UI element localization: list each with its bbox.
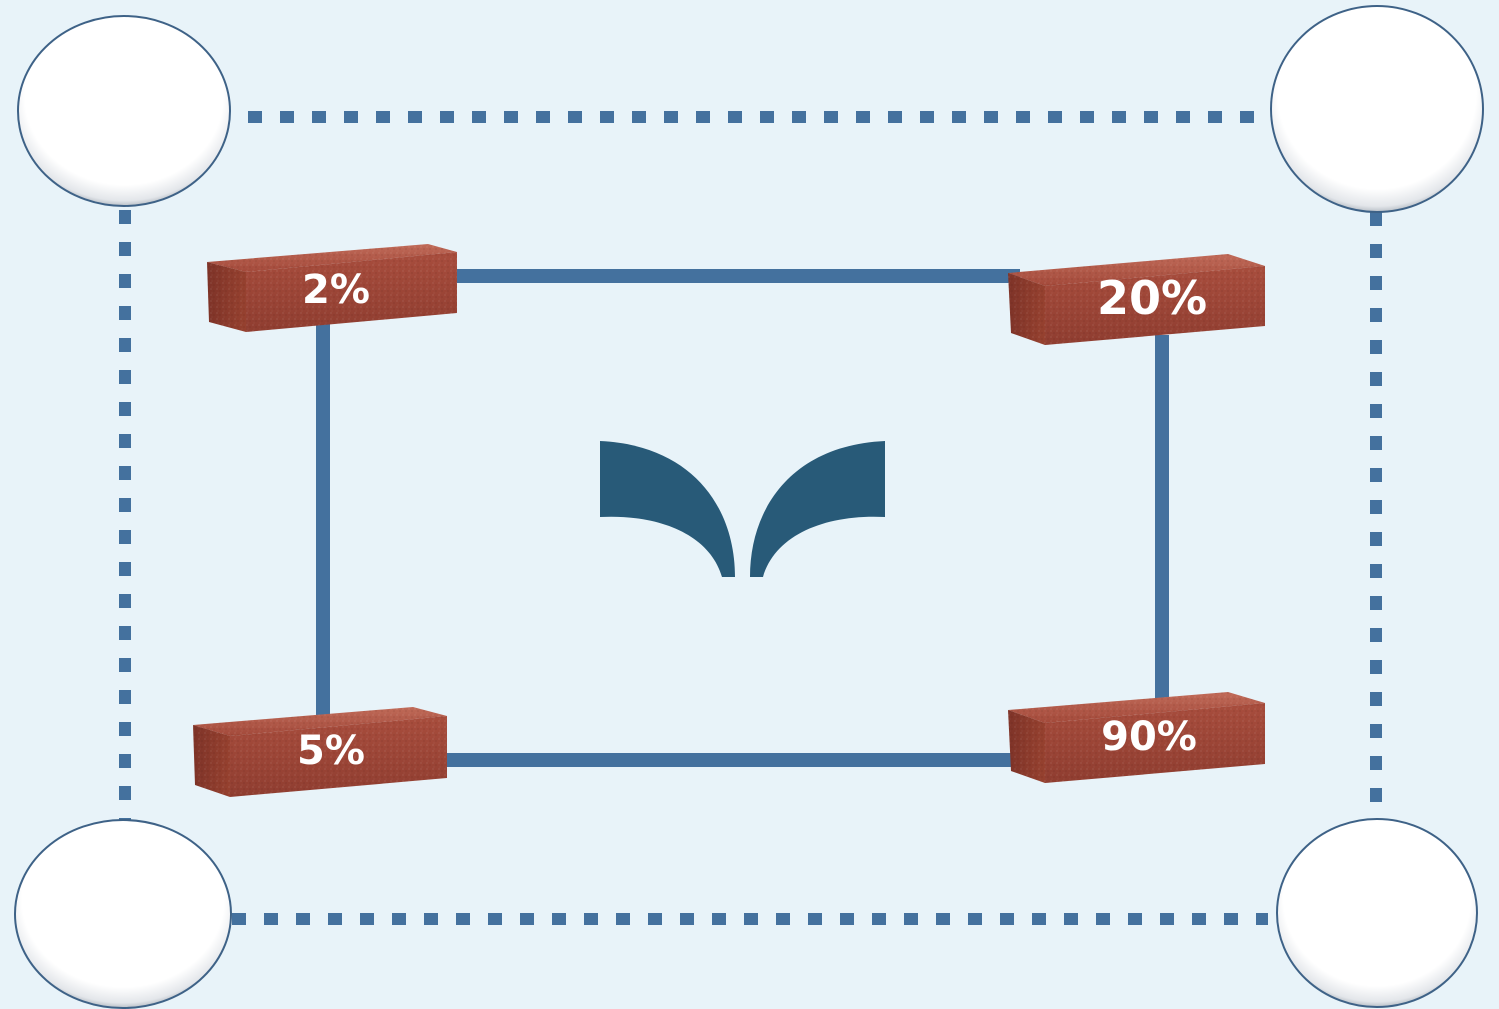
brick-label-bottom-left: 5%	[297, 728, 365, 774]
leaf-logo-right-wing	[750, 441, 885, 577]
outer-dashed-frame	[119, 111, 1382, 925]
inner-solid-frame	[316, 269, 1169, 767]
corner-circle-bottom-left	[14, 819, 232, 1009]
brick-label-top-left: 2%	[302, 267, 370, 313]
brick-bottom-right: 90%	[1008, 692, 1265, 783]
corner-circle-bottom-right	[1276, 818, 1478, 1008]
leaf-logo-left-wing	[600, 441, 735, 577]
corner-circle-top-left	[17, 15, 231, 207]
brick-bottom-left: 5%	[193, 707, 447, 797]
corner-circles	[14, 5, 1484, 1009]
corner-circle-top-right	[1270, 5, 1484, 213]
brick-label-bottom-right: 90%	[1101, 714, 1197, 760]
leaf-logo	[600, 441, 885, 577]
brick-label-top-right: 20%	[1097, 271, 1207, 325]
brick-top-right: 20%	[1008, 254, 1265, 345]
brick-top-left: 2%	[207, 244, 457, 332]
